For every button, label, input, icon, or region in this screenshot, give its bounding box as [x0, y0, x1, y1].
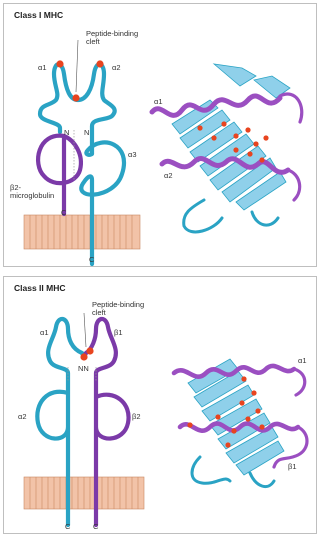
class-i-membrane	[24, 215, 140, 249]
class-ii-c1-label: C	[65, 523, 70, 531]
class-ii-membrane	[24, 477, 144, 509]
class-i-ribbon-a2-label: α2	[164, 172, 173, 180]
class-ii-b2-label: β2	[132, 413, 141, 421]
class-i-n1-label: N	[64, 129, 69, 137]
class-ii-b1-label: β1	[114, 329, 123, 337]
class-i-n2-label: N	[84, 129, 89, 137]
class-i-c1-label: C	[61, 209, 66, 217]
class-i-ribbon-a1-label: α1	[154, 98, 163, 106]
class-ii-drawing	[4, 277, 318, 535]
class-ii-a2-label: α2	[18, 413, 27, 421]
b2m-domain	[38, 136, 81, 214]
b2m-label: β2-microglobulin	[10, 184, 62, 200]
class-i-a2-label: α2	[112, 64, 121, 72]
class-i-a1-label: α1	[38, 64, 47, 72]
class-i-panel: Class I MHC	[3, 3, 317, 267]
class-ii-a1-label: α1	[40, 329, 49, 337]
class-ii-ribbon-b1-label: β1	[288, 463, 297, 471]
class-ii-panel: Class II MHC	[3, 276, 317, 534]
class-ii-nn-label: NN	[78, 365, 89, 373]
class-i-drawing	[4, 4, 318, 268]
class-i-ribbon	[152, 64, 302, 232]
class-ii-c2-label: C	[93, 523, 98, 531]
class-i-c2-label: C	[89, 256, 94, 264]
class-i-cleft-label: Peptide-binding cleft	[86, 30, 146, 46]
class-ii-ribbon-a1-label: α1	[298, 357, 307, 365]
class-i-a3-label: α3	[128, 151, 137, 159]
class-ii-cleft-label: Peptide-binding cleft	[92, 301, 152, 317]
